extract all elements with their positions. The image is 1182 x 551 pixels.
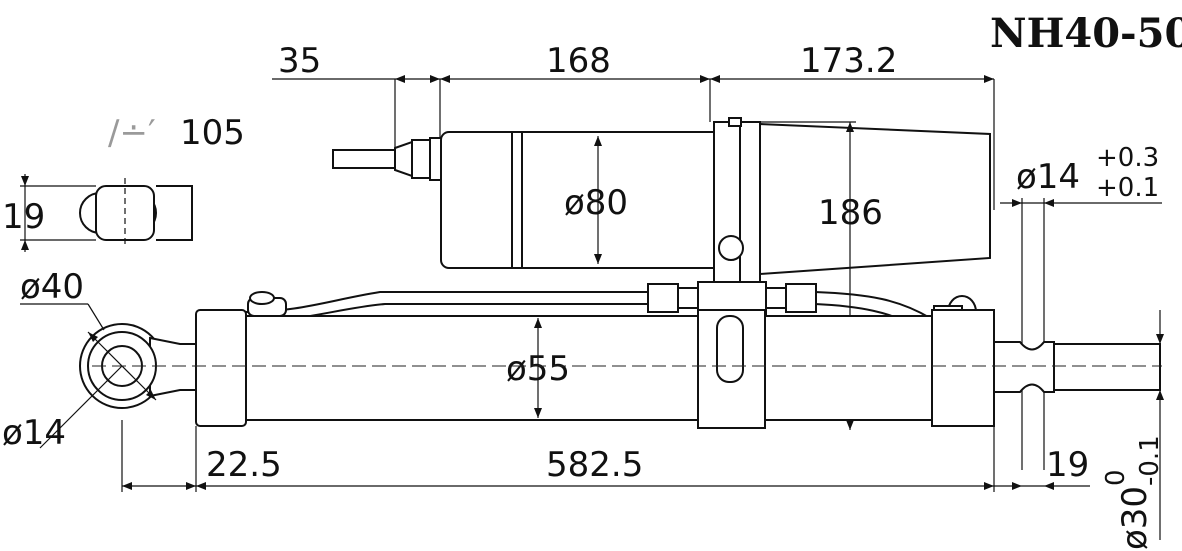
dim-35: 35 (278, 41, 321, 81)
dim-diameter-55: ø55 (506, 349, 570, 389)
rod-diameter-dimension (1156, 310, 1164, 540)
motor (332, 117, 991, 430)
tol-plus-0-3: +0.3 (1096, 143, 1159, 173)
dim-168: 168 (546, 41, 611, 81)
dim-105: 105 (180, 113, 245, 153)
tol-0: 0 (1101, 469, 1131, 486)
top-dimension-line (272, 75, 995, 210)
dim-diameter-14-left: ø14 (2, 413, 66, 453)
dim-diameter-40: ø40 (20, 267, 84, 307)
model-label: NH40-500 (990, 10, 1182, 57)
tol-minus-0-1: -0.1 (1135, 435, 1165, 486)
dim-diameter-30: ø30 (1115, 486, 1155, 550)
dim-173-2: 173.2 (800, 41, 897, 81)
bottom-dimension-line (121, 420, 1090, 492)
cylinder-body (195, 309, 1161, 429)
dim-22-5: 22.5 (206, 445, 282, 485)
dim-19-right: 19 (1046, 445, 1089, 485)
dim-diameter-80: ø80 (564, 183, 628, 223)
dim-19-left: 19 (2, 197, 45, 237)
dim-582-5: 582.5 (546, 445, 643, 485)
dim-105-prefix: ∕∸′ (108, 113, 156, 153)
clevis-side-view (20, 174, 193, 252)
pin-bore-dimension (1000, 198, 1162, 470)
dim-186: 186 (818, 193, 883, 233)
tol-plus-0-1: +0.1 (1096, 173, 1159, 203)
dim-diameter-14-top: ø14 (1016, 157, 1080, 197)
